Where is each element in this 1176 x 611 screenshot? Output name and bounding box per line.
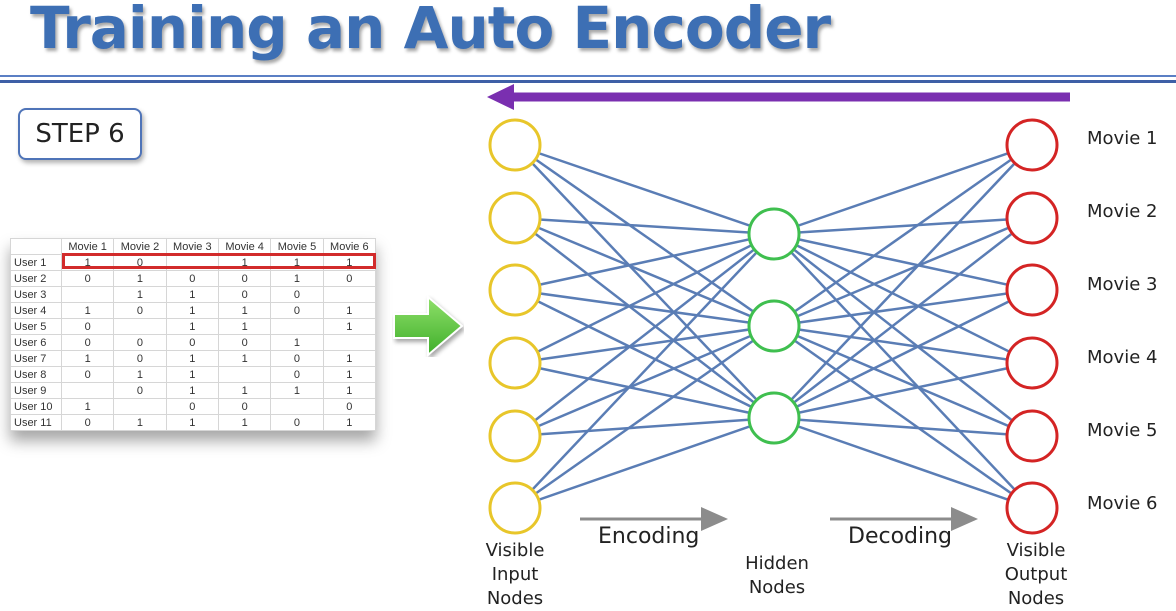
input-node xyxy=(488,263,542,317)
encoder-connection xyxy=(514,416,775,510)
input-node xyxy=(488,336,542,390)
encoder-connection xyxy=(514,216,775,328)
input-node xyxy=(488,191,542,245)
input-nodes-label: Visible Input Nodes xyxy=(470,539,560,611)
decoder-connection xyxy=(773,216,1033,236)
decoder-connection xyxy=(773,143,1033,328)
title-divider-thick xyxy=(0,80,1176,83)
output-nodes-label: Visible Output Nodes xyxy=(990,539,1082,611)
output-label-line: Output xyxy=(1004,564,1068,585)
decoder-connection xyxy=(773,324,1033,510)
table-cell: 1 xyxy=(322,414,377,431)
output-movie-label: Movie 4 xyxy=(1087,347,1158,368)
title-divider-thin xyxy=(0,75,1176,77)
output-movie-label: Movie 2 xyxy=(1087,201,1158,222)
output-label-line: Visible xyxy=(1006,540,1066,561)
decoder-connection xyxy=(773,144,1033,419)
encoder-connection xyxy=(514,144,775,419)
hidden-label-line: Hidden xyxy=(745,553,809,574)
encoder-connection xyxy=(514,217,775,419)
decoder-connection xyxy=(773,143,1033,236)
hidden-node xyxy=(747,207,801,261)
decoder-connection xyxy=(773,288,1033,328)
encoder-connection xyxy=(514,324,775,365)
decoder-connection xyxy=(773,232,1033,292)
table-column-header: Movie 3 xyxy=(165,238,219,255)
decoder-connection xyxy=(773,233,1033,509)
hidden-node xyxy=(747,299,801,353)
encoder-connection xyxy=(514,232,775,292)
hidden-node xyxy=(747,391,801,445)
output-movie-label: Movie 5 xyxy=(1087,420,1158,441)
output-movie-label: Movie 1 xyxy=(1087,128,1158,149)
encoder-connection xyxy=(514,143,775,236)
encoder-connection xyxy=(514,324,775,510)
encoder-connection xyxy=(514,324,775,438)
user-1-row-highlight xyxy=(62,253,376,269)
decoder-connection xyxy=(773,232,1033,365)
encoder-connection xyxy=(514,361,775,420)
output-node xyxy=(1005,118,1059,172)
table-column-header: Movie 4 xyxy=(217,238,272,255)
output-movie-label: Movie 6 xyxy=(1087,493,1158,514)
decoder-connection xyxy=(773,324,1033,365)
encoder-connection xyxy=(514,233,775,437)
table-row-header: User 6 xyxy=(10,334,62,351)
input-label-line: Visible xyxy=(485,540,545,561)
output-movie-label: Movie 3 xyxy=(1087,274,1158,295)
green-arrow-icon xyxy=(393,295,464,357)
encoder-connection xyxy=(514,288,775,420)
output-label-line: Nodes xyxy=(1007,588,1065,609)
input-node xyxy=(488,481,542,535)
input-node xyxy=(488,409,542,463)
input-label-line: Input xyxy=(491,564,539,585)
decoder-connection xyxy=(773,361,1033,420)
decoding-label: Decoding xyxy=(848,524,953,549)
page-title: Training an Auto Encoder xyxy=(30,0,831,62)
decoder-connection xyxy=(773,416,1033,510)
table-cell: 1 xyxy=(217,414,272,431)
encoder-connection xyxy=(514,233,775,509)
decoder-connection xyxy=(773,324,1033,438)
encoder-connection xyxy=(514,216,775,236)
decoder-connection xyxy=(773,233,1033,437)
encoding-label: Encoding xyxy=(598,524,700,549)
decoder-connection xyxy=(773,416,1033,438)
decoder-connection xyxy=(773,217,1033,419)
hidden-label-line: Nodes xyxy=(748,577,806,598)
output-node xyxy=(1005,481,1059,535)
output-node xyxy=(1005,263,1059,317)
decoder-connection xyxy=(773,288,1033,420)
table-cell: 1 xyxy=(165,414,219,431)
table-column-header: Movie 2 xyxy=(113,238,167,255)
output-node xyxy=(1005,409,1059,463)
step-badge: STEP 6 xyxy=(18,108,142,160)
encoder-connection xyxy=(514,416,775,438)
encoder-connection xyxy=(514,288,775,328)
encoder-connection xyxy=(514,143,775,328)
backprop-arrow-head xyxy=(487,84,514,110)
input-label-line: Nodes xyxy=(486,588,544,609)
table-row-header: User 8 xyxy=(10,366,62,383)
hidden-nodes-label: Hidden Nodes xyxy=(731,552,823,600)
input-node xyxy=(488,118,542,172)
output-node xyxy=(1005,336,1059,390)
encoder-connection xyxy=(514,232,775,365)
decoder-connection xyxy=(773,216,1033,328)
output-node xyxy=(1005,191,1059,245)
